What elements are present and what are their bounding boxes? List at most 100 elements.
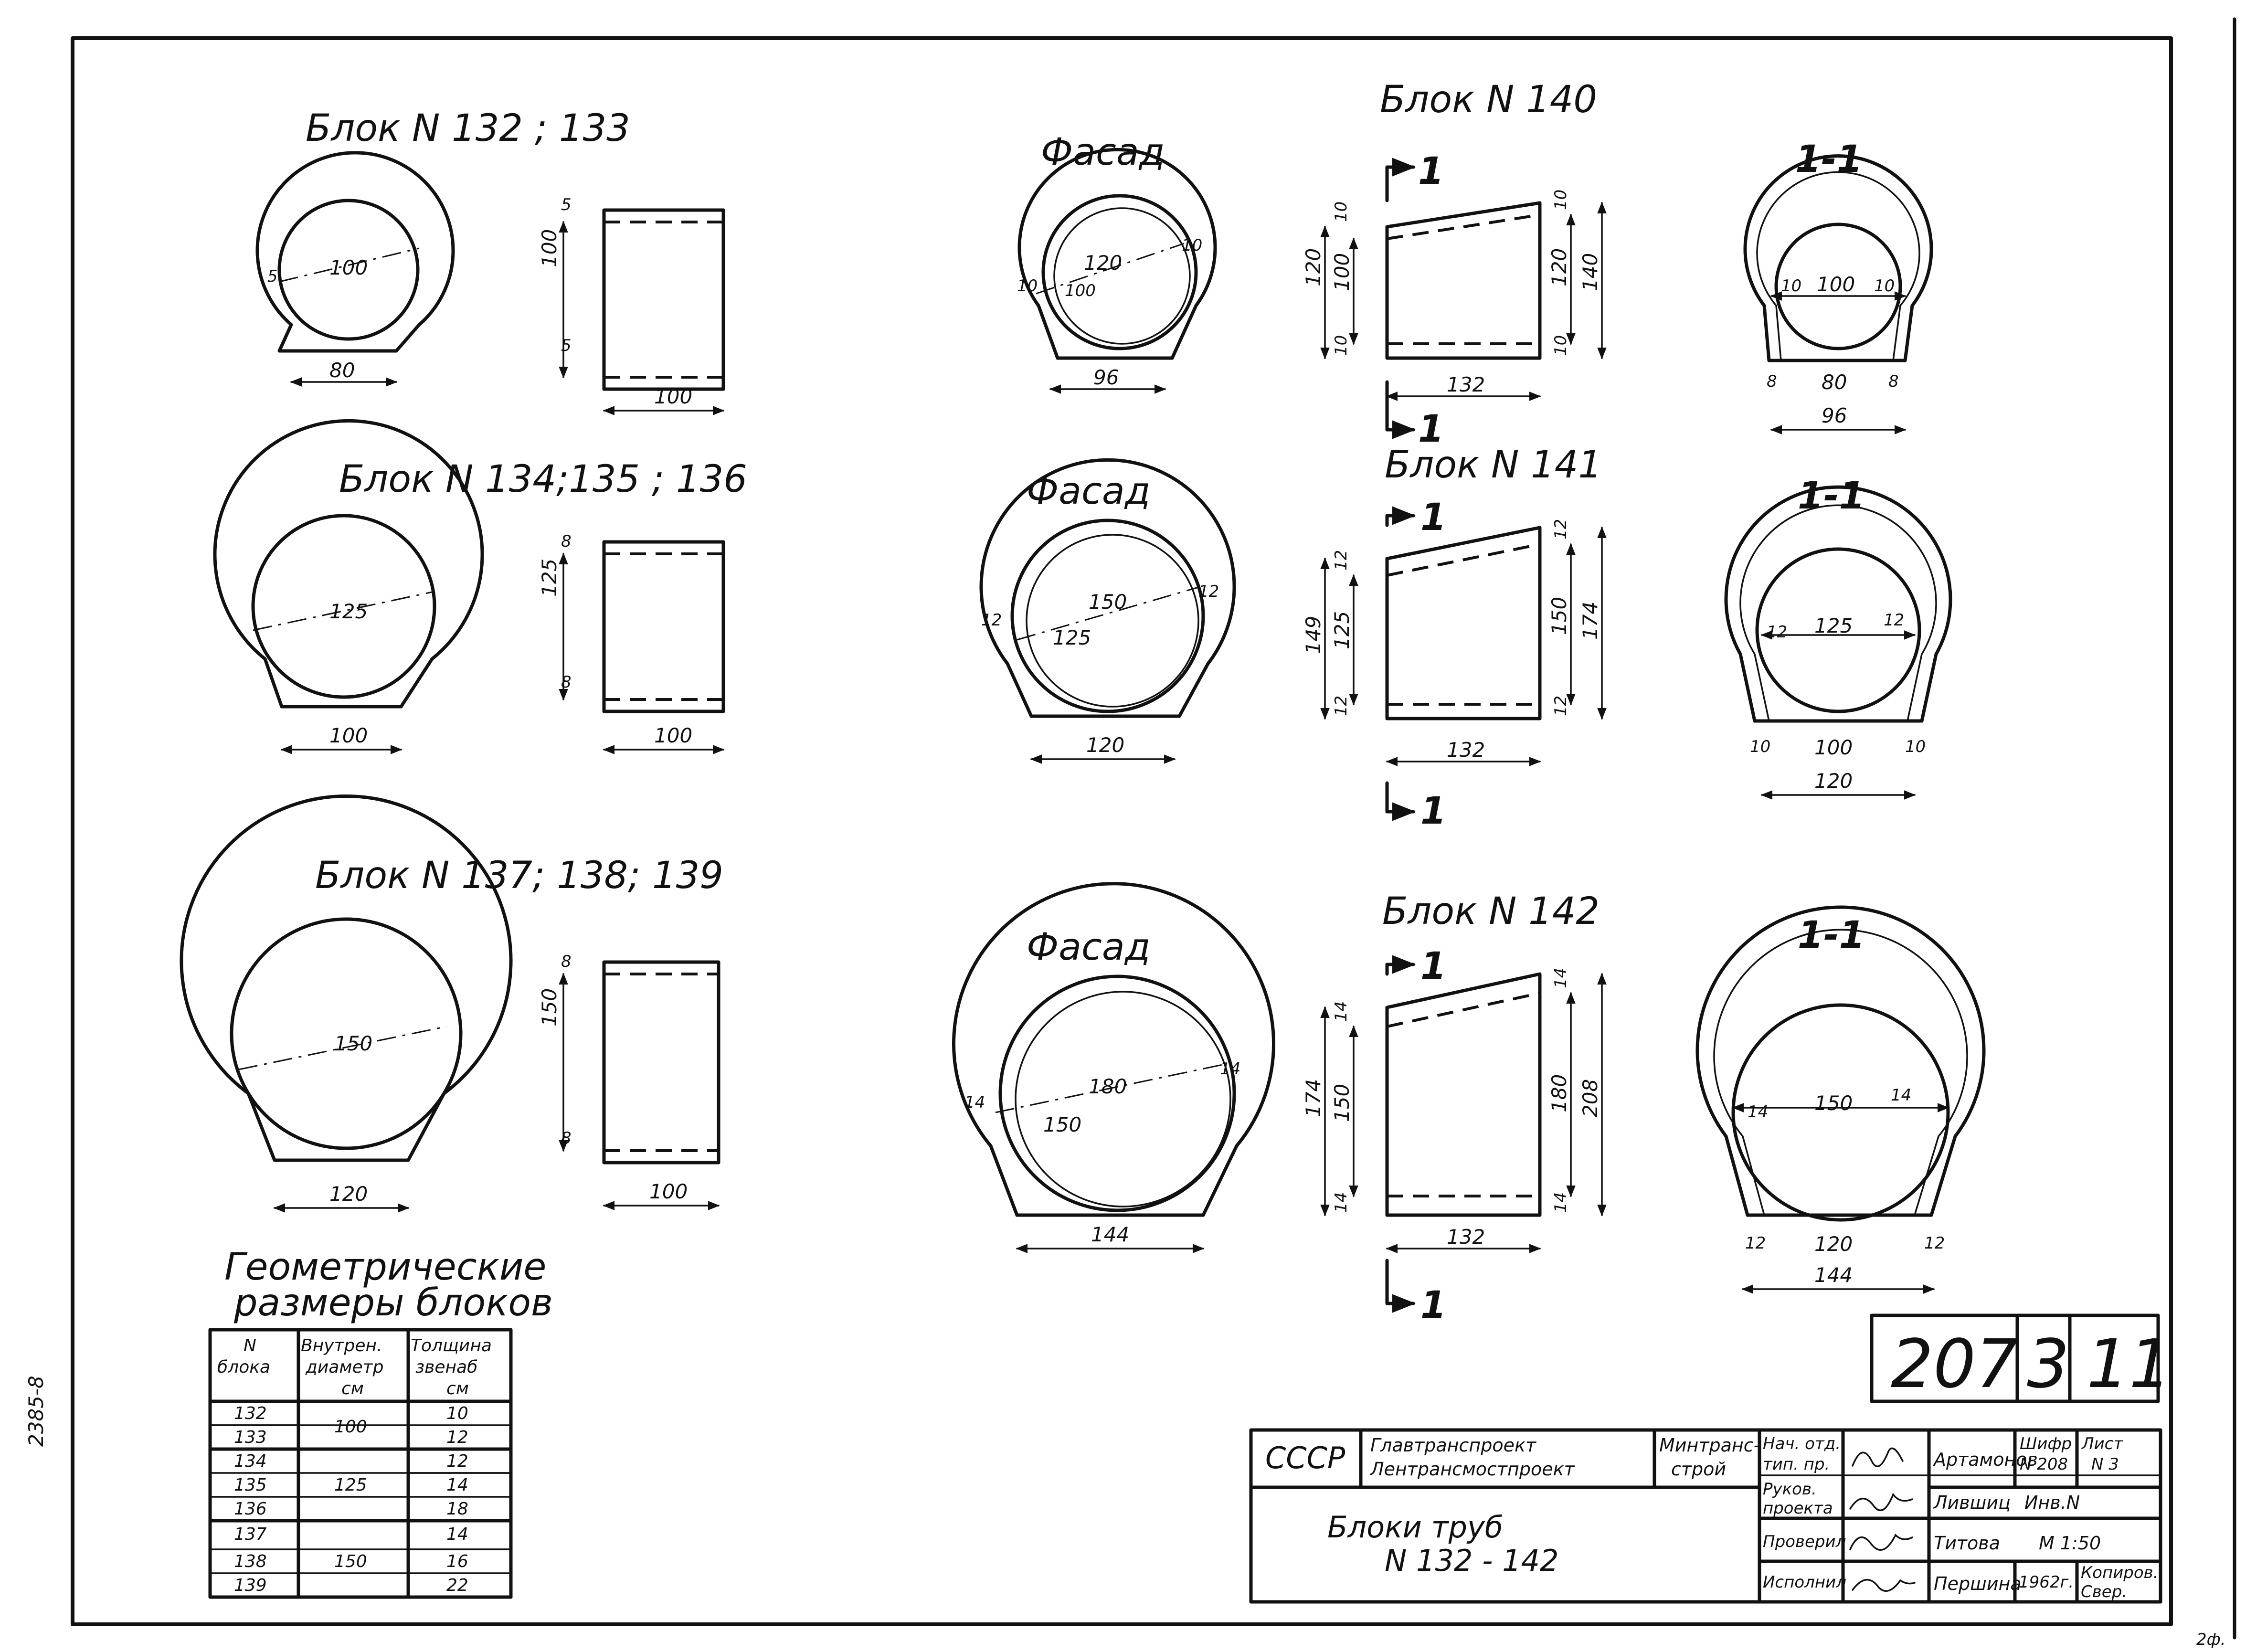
dim-block-132-len: 100 (654, 385, 692, 408)
svg-text:16: 16 (446, 1552, 468, 1571)
stamp-role-checked: Проверил (1763, 1532, 1846, 1551)
svg-text:14: 14 (964, 1093, 985, 1112)
title-block-137: Блок N 137; 138; 139 (315, 854, 723, 897)
svg-text:125: 125 (1814, 614, 1853, 637)
svg-text:144: 144 (1814, 1263, 1853, 1287)
svg-text:12: 12 (1745, 1234, 1766, 1253)
table-header-thk-2: звенаб (415, 1357, 477, 1377)
table-diam-125: 125 (334, 1475, 367, 1495)
dim-141-facade-outer: 150 (1089, 590, 1127, 614)
cut-mark-140-top: 1 (1418, 150, 1444, 193)
svg-text:137: 137 (234, 1525, 267, 1544)
svg-text:10: 10 (1781, 276, 1801, 296)
svg-text:100: 100 (1817, 273, 1855, 296)
table-header-diam-1: Внутрен. (301, 1336, 382, 1355)
table-header-n-2: блока (217, 1357, 270, 1377)
block-140-facade: 120 100 10 10 96 (1017, 148, 1217, 394)
dim-block-132-inner: 100 (329, 256, 368, 279)
stamp-org1: Главтранспроект (1370, 1435, 1537, 1456)
table-header-thk-3: см (446, 1379, 469, 1398)
block-132-facade: 100 80 5 (255, 151, 455, 387)
cut-mark-141-top: 1 (1420, 496, 1446, 539)
dim-block-132-height: 100 (538, 229, 561, 267)
dim-140-facade-base: 96 (1093, 366, 1119, 389)
dim-block-137-len: 100 (649, 1180, 688, 1203)
section-label-140: 1-1 (1795, 138, 1863, 181)
svg-text:10: 10 (1017, 276, 1038, 296)
dim-block-134-len: 100 (654, 724, 692, 747)
svg-text:134: 134 (234, 1451, 267, 1471)
svg-text:120: 120 (1814, 1232, 1853, 1256)
stamp-cipher-value: N 208 (2020, 1455, 2068, 1474)
svg-text:8: 8 (561, 673, 572, 692)
svg-text:18: 18 (446, 1499, 468, 1519)
stamp-name-4: Першина (1934, 1573, 2022, 1594)
svg-text:8: 8 (1888, 372, 1899, 391)
block-141-facade: 150 125 12 12 120 (979, 458, 1236, 764)
block-134-facade: 125 100 (213, 419, 484, 754)
block-141-side: 1 1 149 125 12 12 150 174 12 12 132 (1302, 496, 1607, 833)
stamp-name-3: Титова (1934, 1533, 2000, 1554)
signature-3 (1849, 1534, 1913, 1551)
table-header-diam-3: см (341, 1379, 364, 1398)
svg-text:96: 96 (1822, 404, 1847, 427)
table-header-thk-1: Толщина (411, 1336, 492, 1355)
title-block-134: Блок N 134;135 ; 136 (339, 458, 747, 501)
svg-text:12: 12 (1551, 696, 1570, 716)
svg-text:8: 8 (561, 532, 572, 551)
dim-142-facade-inner: 150 (1043, 1113, 1081, 1136)
svg-text:14: 14 (1332, 1001, 1351, 1022)
block-137-facade: 150 120 (180, 794, 513, 1213)
stamp-scale: М 1:50 (2039, 1533, 2101, 1554)
dim-block-134-base: 100 (329, 724, 368, 747)
svg-text:120: 120 (1814, 769, 1853, 793)
svg-text:10: 10 (1750, 737, 1770, 756)
cut-mark-140-bottom: 1 (1418, 408, 1444, 451)
svg-text:125: 125 (1330, 611, 1354, 649)
svg-text:150: 150 (1814, 1091, 1853, 1115)
svg-text:149: 149 (1302, 616, 1325, 654)
svg-text:133: 133 (234, 1428, 267, 1447)
facade-label-142: Фасад (1027, 926, 1151, 969)
stamp-role-executed: Исполнил (1763, 1573, 1846, 1592)
svg-text:10: 10 (1874, 276, 1895, 296)
table-title-line2: размеры блоков (233, 1281, 553, 1324)
svg-text:12: 12 (1767, 623, 1787, 642)
svg-text:132: 132 (234, 1404, 267, 1423)
signature-2 (1849, 1493, 1913, 1512)
svg-text:14: 14 (1891, 1086, 1911, 1105)
svg-text:12: 12 (446, 1451, 468, 1471)
cut-mark-141-bottom: 1 (1420, 790, 1446, 833)
svg-text:180: 180 (1547, 1074, 1571, 1112)
sheet-number-a: 207 (1891, 1325, 2018, 1403)
dim-142-facade-outer: 180 (1089, 1075, 1127, 1098)
svg-text:10: 10 (1551, 335, 1570, 356)
dim-block-132-thk: 5 (267, 267, 278, 286)
dim-block-137-base: 120 (329, 1182, 368, 1206)
sheet-number-c: 11 (2087, 1325, 2172, 1403)
side-code: 2385-8 (24, 1376, 48, 1447)
svg-text:120: 120 (1302, 248, 1325, 286)
dim-block-134-height: 125 (538, 559, 561, 597)
svg-text:10: 10 (446, 1404, 468, 1423)
svg-text:10: 10 (1551, 190, 1570, 210)
sheet-number-b: 3 (2027, 1325, 2069, 1403)
svg-text:10: 10 (1905, 737, 1926, 756)
title-block-141: Блок N 141 (1385, 444, 1602, 487)
table-diam-100: 100 (334, 1417, 367, 1437)
dim-140-facade-outer: 120 (1084, 251, 1122, 275)
cut-mark-142-bottom: 1 (1420, 1284, 1446, 1327)
section-label-141: 1-1 (1798, 475, 1865, 518)
dim-block-137-height: 150 (538, 988, 561, 1027)
svg-text:22: 22 (446, 1576, 468, 1595)
block-132-side: 100 5 5 100 (538, 195, 725, 415)
dim-block-132-base: 80 (329, 359, 355, 382)
svg-text:10: 10 (1182, 236, 1202, 255)
svg-text:14: 14 (1332, 1192, 1351, 1213)
block-142-section: 14 150 14 12 120 12 144 (1695, 905, 1986, 1294)
svg-text:208: 208 (1578, 1079, 1602, 1117)
dim-142-facade-base: 144 (1091, 1223, 1129, 1246)
svg-text:14: 14 (1551, 1192, 1570, 1213)
